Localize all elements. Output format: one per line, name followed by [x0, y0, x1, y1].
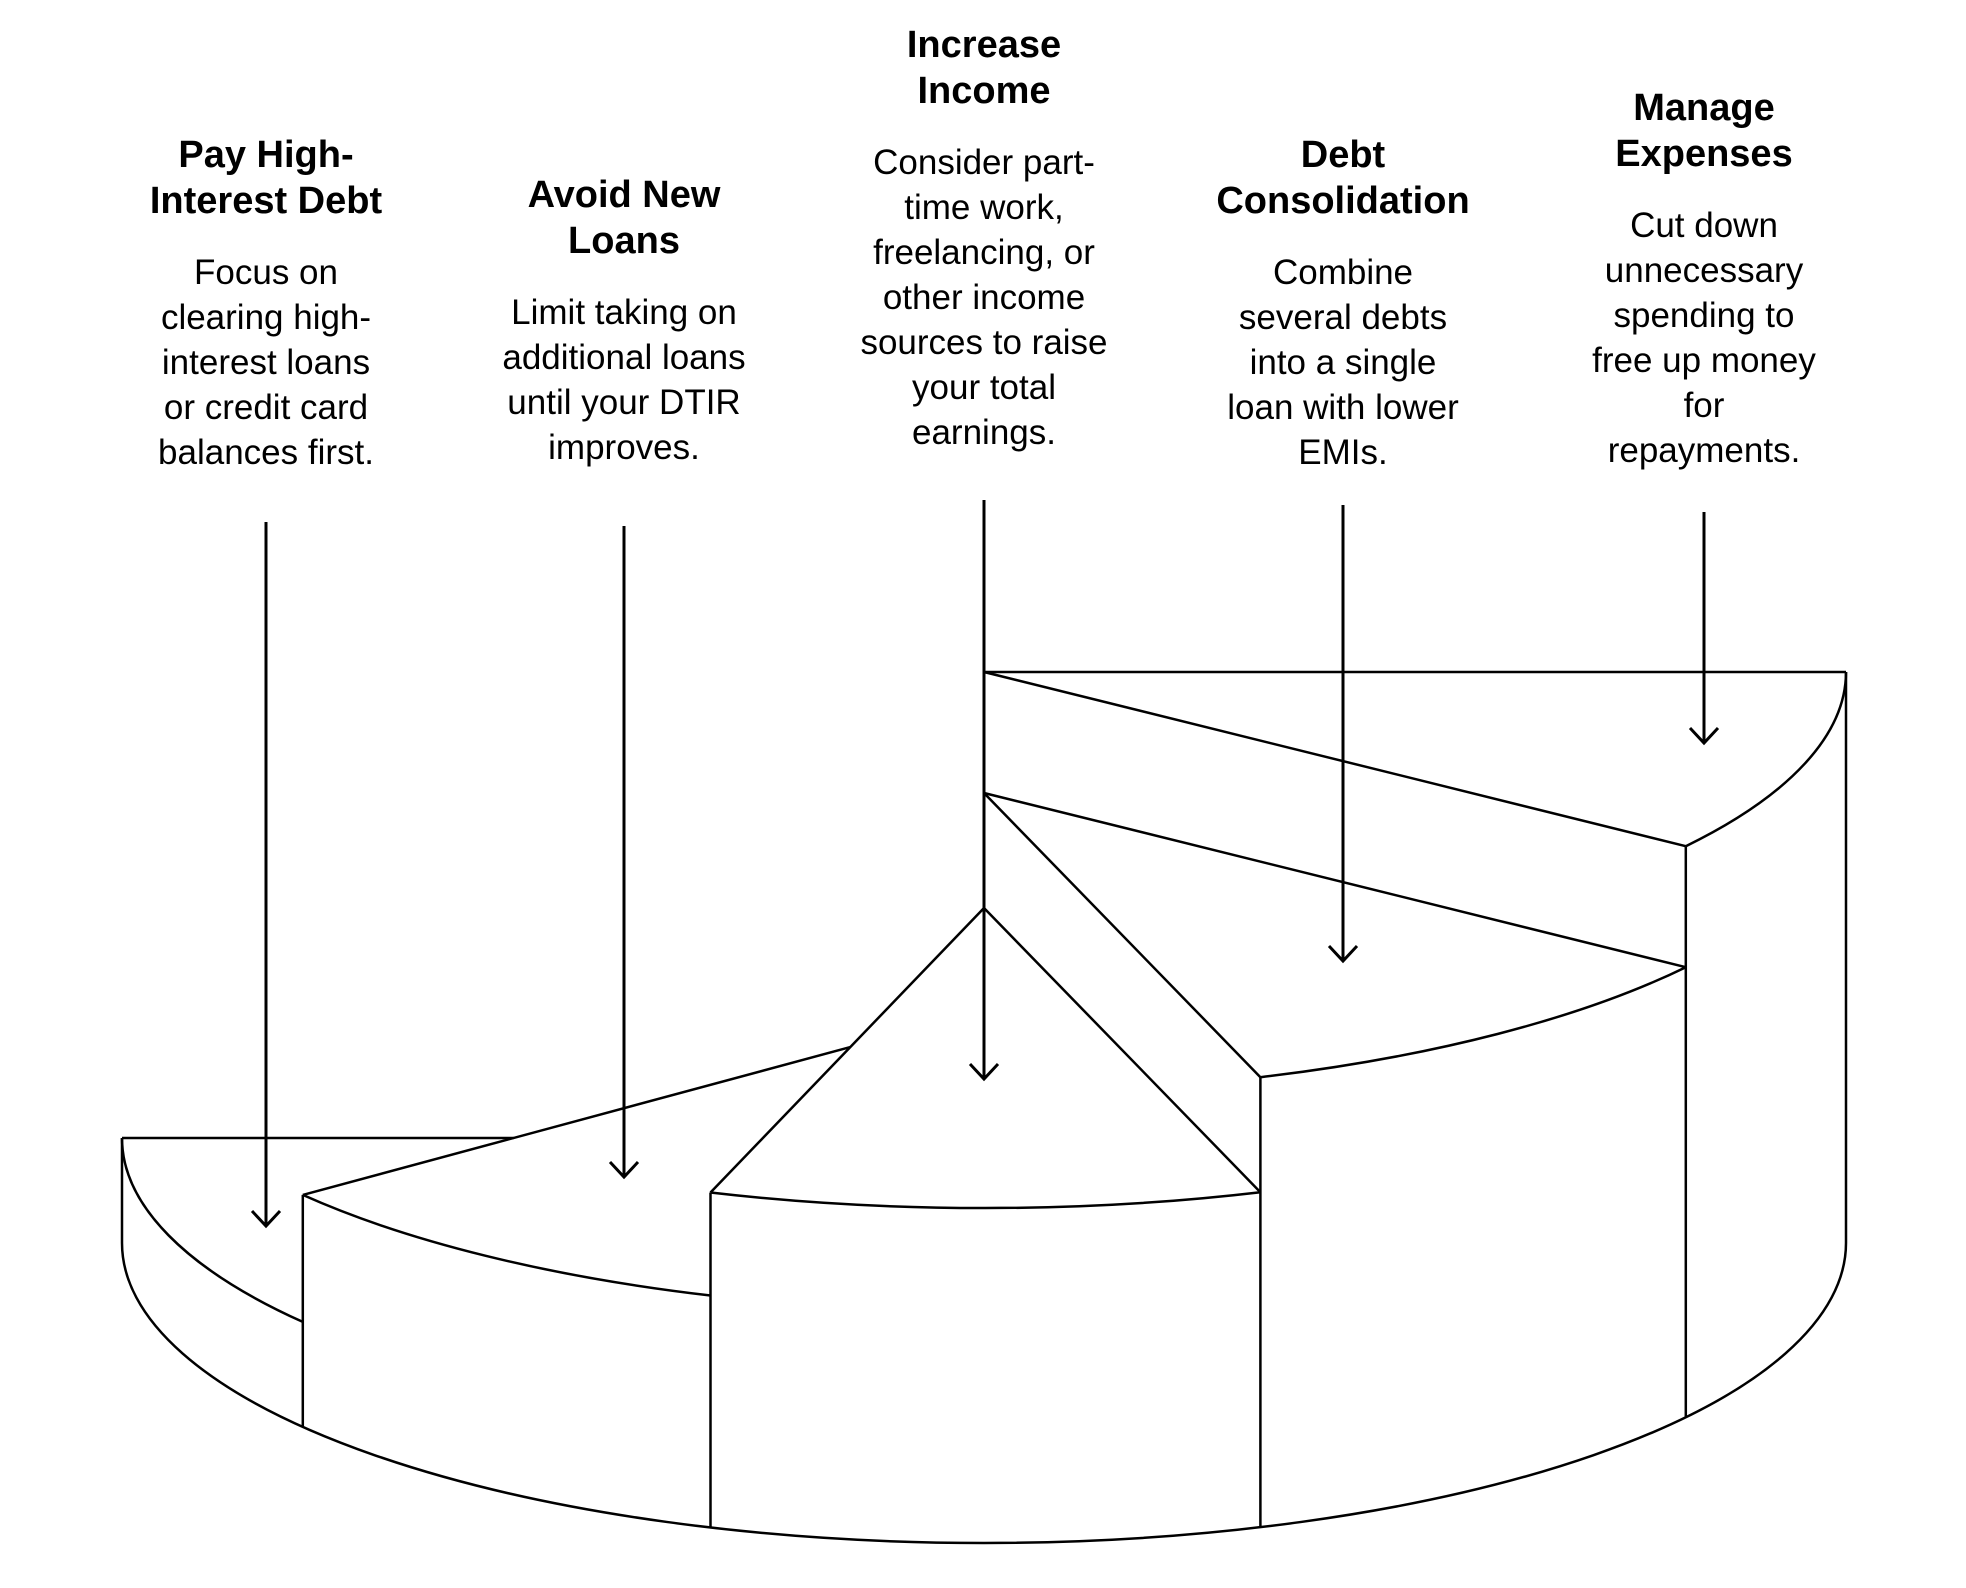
step-column-2: Avoid New Loans Limit taking on addition… — [444, 172, 804, 470]
base-rim-arc — [120, 1242, 1848, 1545]
step-4-description: Combine several debts into a single loan… — [1227, 253, 1459, 472]
wedge-5-top-rim-arc — [1685, 671, 1848, 848]
step-5-description: Cut down unnecessary spending to free up… — [1592, 206, 1816, 470]
arrow-1-head-icon — [250, 1209, 282, 1229]
wedge-2-back-edge — [302, 1045, 851, 1197]
wedge-3-right-radial-edge — [983, 907, 1262, 1194]
wedge-1-top-rim-arc — [120, 1137, 304, 1324]
arrow-5-head-icon — [1688, 726, 1720, 746]
arrow-3 — [968, 500, 1000, 1082]
arrow-2-head-icon — [608, 1160, 640, 1180]
step-column-3: Increase Income Consider part- time work… — [804, 22, 1164, 455]
wedge-3-top-rim-arc — [710, 1190, 1261, 1210]
step-2-title: Avoid New Loans — [527, 174, 721, 262]
arrow-4-head-icon — [1327, 944, 1359, 964]
wedge-5-front-radial-edge — [983, 670, 1687, 848]
arrow-3-head-icon — [968, 1062, 1000, 1082]
wedge-2-top-rim-arc — [302, 1193, 711, 1297]
step-1-title: Pay High- Interest Debt — [149, 134, 383, 222]
wedge-4-top-rim-arc — [1260, 966, 1687, 1079]
step-3-title: Increase Income — [906, 24, 1062, 112]
arrow-2 — [608, 526, 640, 1180]
step-5-title: Manage Expenses — [1615, 87, 1793, 175]
wedge-4-left-radial-edge — [983, 792, 1262, 1079]
step-4-title: Debt Consolidation — [1216, 134, 1470, 222]
arrow-4 — [1327, 505, 1359, 964]
step-1-description: Focus on clearing high- interest loans o… — [158, 253, 374, 472]
step-3-description: Consider part- time work, freelancing, o… — [860, 143, 1108, 452]
arrow-5 — [1688, 512, 1720, 746]
step-2-description: Limit taking on additional loans until y… — [502, 293, 746, 467]
arrow-1 — [250, 522, 282, 1229]
wedge-4-back-radial-edge — [983, 791, 1687, 969]
step-column-1: Pay High- Interest Debt Focus on clearin… — [86, 132, 446, 475]
step-column-5: Manage Expenses Cut down unnecessary spe… — [1524, 85, 1884, 473]
wedge-3-left-radial-edge — [709, 907, 985, 1194]
step-column-4: Debt Consolidation Combine several debts… — [1163, 132, 1523, 475]
